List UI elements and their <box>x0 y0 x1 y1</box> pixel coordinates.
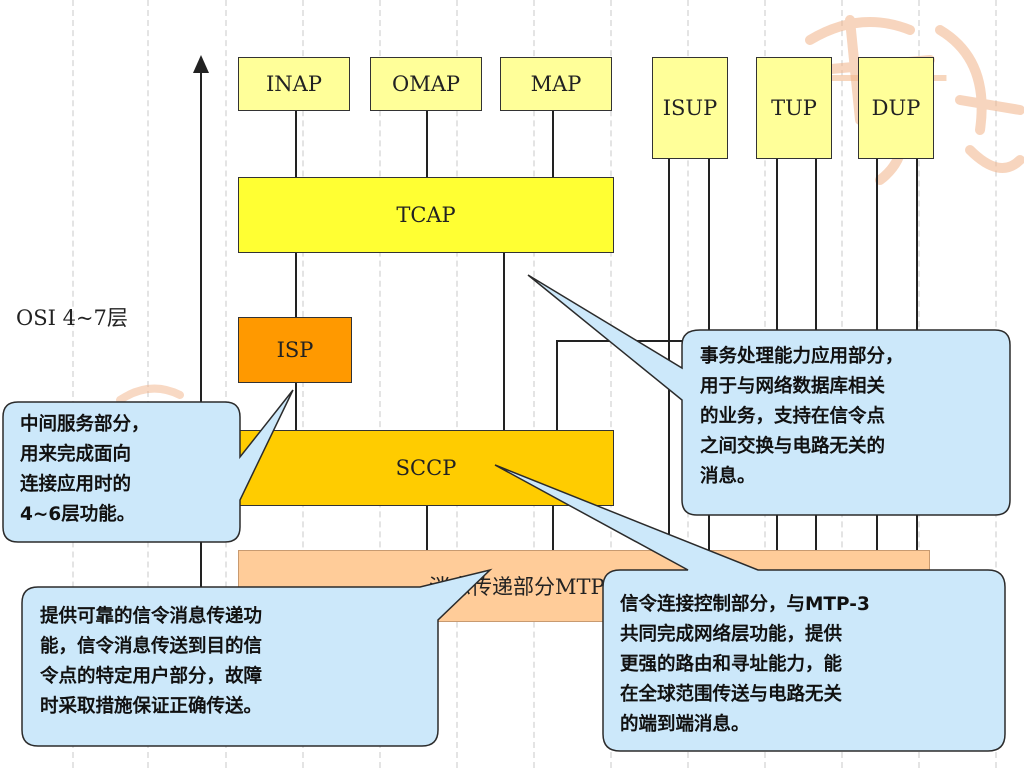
connector-line <box>426 110 428 177</box>
background-guide <box>302 0 304 768</box>
background-guide <box>72 0 74 768</box>
osi-axis-arrow <box>193 55 209 655</box>
callout-line: 更强的路由和寻址能力，能 <box>620 654 843 675</box>
osi-layer-label: OSI 4~7层 <box>16 306 128 330</box>
connector-line <box>552 110 554 177</box>
callout-line: 消息。 <box>700 466 756 487</box>
dup-box: DUP <box>858 57 934 159</box>
tup-box: TUP <box>756 57 832 159</box>
background-guide <box>456 0 458 768</box>
connector-line <box>295 110 297 177</box>
isp-box: ISP <box>238 317 352 383</box>
background-guide <box>225 0 227 768</box>
mtp-callout-bubble <box>21 568 493 747</box>
callout-line: 的端到端消息。 <box>620 714 750 735</box>
callout-line: 用于与网络数据库相关 <box>700 376 886 397</box>
callout-line: 用来完成面向 <box>20 444 132 465</box>
isup-box: ISUP <box>652 57 728 159</box>
callout-line: 提供可靠的信令消息传递功 <box>40 606 263 627</box>
callout-line: 信令连接控制部分，与MTP-3 <box>620 594 870 615</box>
tcap-callout-bubble <box>527 274 1011 516</box>
callout-line: 令点的特定用户部分，故障 <box>40 666 263 687</box>
callout-line: 连接应用时的 <box>20 474 132 495</box>
tcap-box: TCAP <box>238 177 614 253</box>
inap-box: INAP <box>238 57 350 111</box>
sccp-callout-bubble <box>494 464 1006 752</box>
connector-line <box>295 382 297 430</box>
callout-line: 时采取措施保证正确传送。 <box>40 696 263 717</box>
background-guide <box>533 0 535 768</box>
background-guide <box>610 0 612 768</box>
connector-line <box>552 505 554 550</box>
connector-line <box>503 252 505 430</box>
background-guide <box>147 0 149 768</box>
background-guide <box>379 0 381 768</box>
callout-line: 之间交换与电路无关的 <box>700 436 886 457</box>
connector-line <box>426 505 428 550</box>
callout-line: 能，信令消息传送到目的信 <box>40 636 263 657</box>
connector-line <box>556 340 558 430</box>
isp-callout-text: 中间服务部分， 用来完成面向 连接应用时的 4~6层功能。 <box>20 410 150 530</box>
tcap-callout-text: 事务处理能力应用部分， 用于与网络数据库相关 的业务，支持在信令点 之间交换与电… <box>700 342 904 492</box>
callout-line: 事务处理能力应用部分， <box>700 346 904 367</box>
callout-line: 在全球范围传送与电路无关 <box>620 684 843 705</box>
isp-callout-bubble <box>2 389 294 543</box>
connector-line <box>295 252 297 317</box>
map-box: MAP <box>500 57 612 111</box>
mtp-callout-text: 提供可靠的信令消息传递功 能，信令消息传送到目的信 令点的特定用户部分，故障 时… <box>40 602 262 722</box>
callout-line: 的业务，支持在信令点 <box>700 406 886 427</box>
callout-line: 4~6层功能。 <box>20 504 136 525</box>
omap-box: OMAP <box>370 57 482 111</box>
connector-line <box>668 158 670 550</box>
sccp-callout-text: 信令连接控制部分，与MTP-3 共同完成网络层功能，提供 更强的路由和寻址能力，… <box>620 590 870 740</box>
callout-line: 共同完成网络层功能，提供 <box>620 624 843 645</box>
callout-line: 中间服务部分， <box>20 414 150 435</box>
